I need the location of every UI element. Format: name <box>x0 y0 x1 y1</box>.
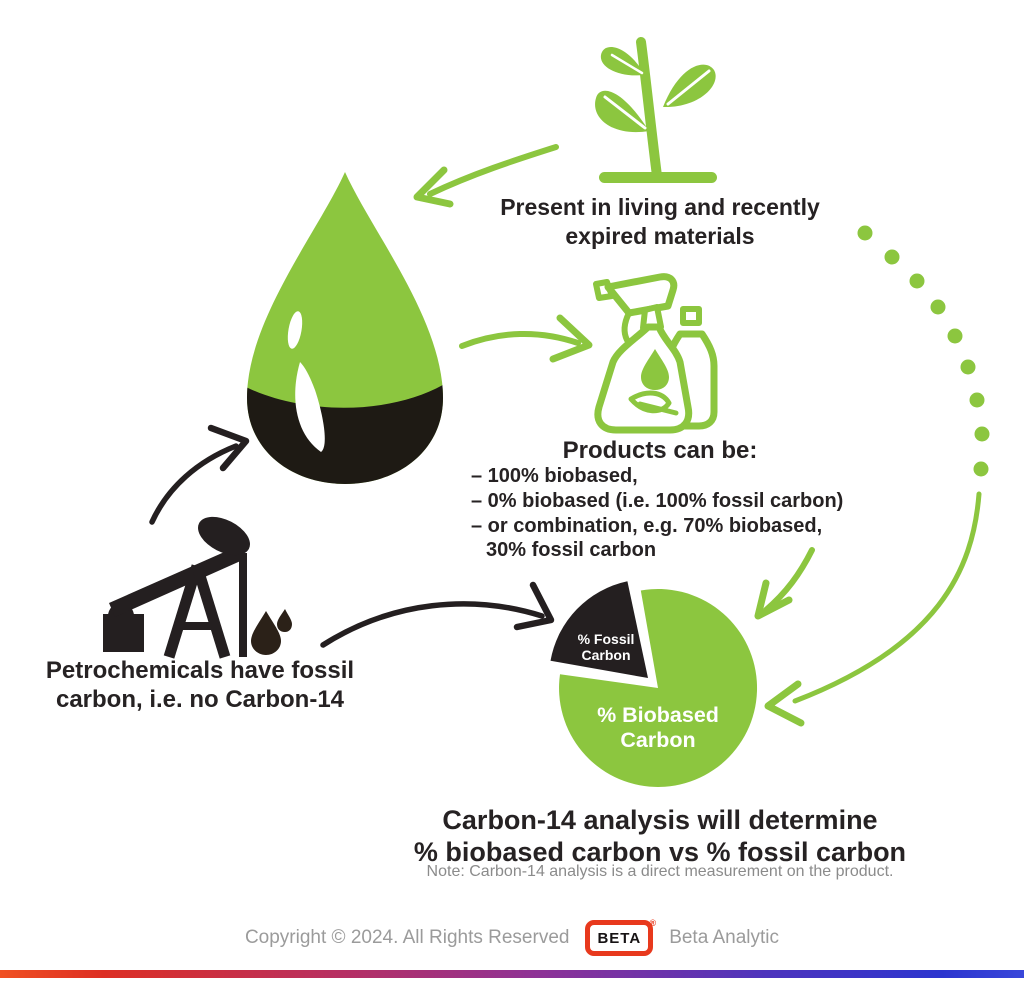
plant-to-droplet-arrow <box>413 144 559 208</box>
products-list-item: – 0% biobased (i.e. 100% fossil carbon) <box>471 489 844 512</box>
gradient-bar <box>0 970 1024 978</box>
beta-logo: BETA ® <box>585 918 656 956</box>
conclusion-line1: Carbon-14 analysis will determine <box>442 805 878 835</box>
oil-drops-icon <box>251 609 292 655</box>
conclusion-line2: % biobased carbon vs % fossil carbon <box>413 836 907 867</box>
plant-caption-line2: expired materials <box>565 222 755 249</box>
droplet-to-products-arrow <box>459 314 593 363</box>
pump-to-droplet-arrow <box>149 424 250 525</box>
droplet-icon <box>247 172 443 484</box>
pie-label-fossil: % Fossil Carbon <box>577 631 635 664</box>
products-list-item-continuation: 30% fossil carbon <box>486 539 657 562</box>
pump-jack-icon <box>103 516 250 659</box>
products-to-pie-arrow <box>754 547 815 620</box>
beta-logo-trademark: ® <box>649 918 657 928</box>
pie-chart <box>550 581 758 787</box>
footer-copyright: Copyright © 2024. All Rights Reserved <box>244 927 570 948</box>
dotted-arc <box>857 225 990 477</box>
spray-bottle-icon <box>593 273 718 434</box>
footer: Copyright © 2024. All Rights Reserved BE… <box>0 916 1024 960</box>
petro-caption-line1: Petrochemicals have fossil <box>45 657 355 684</box>
plant-icon <box>595 37 717 183</box>
conclusion-note: Note: Carbon-14 analysis is a direct mea… <box>426 863 894 880</box>
pie-label-biobased: % Biobased Carbon <box>597 703 719 753</box>
petro-caption: Petrochemicals have fossil carbon, i.e. … <box>20 657 380 715</box>
pie-slice-biobased <box>559 588 758 787</box>
products-list: – 100% biobased, – 0% biobased (i.e. 100… <box>471 464 881 563</box>
pie-slice-fossil <box>550 581 648 678</box>
conclusion-heading: Carbon-14 analysis will determine % biob… <box>390 805 930 869</box>
beta-logo-text: BETA <box>597 930 642 947</box>
arc-to-pie-arrow <box>764 491 982 727</box>
plant-caption-line1: Present in living and recently <box>500 194 820 220</box>
petro-caption-line2: carbon, i.e. no Carbon-14 <box>55 685 345 713</box>
products-list-item: – 100% biobased, <box>471 465 638 487</box>
products-list-item: – or combination, e.g. 70% biobased, <box>471 514 823 537</box>
plant-caption: Present in living and recently expired m… <box>410 193 910 251</box>
footer-brand: Beta Analytic <box>669 927 780 948</box>
products-heading: Products can be: <box>562 437 758 464</box>
pump-to-pie-arrow <box>320 581 555 648</box>
